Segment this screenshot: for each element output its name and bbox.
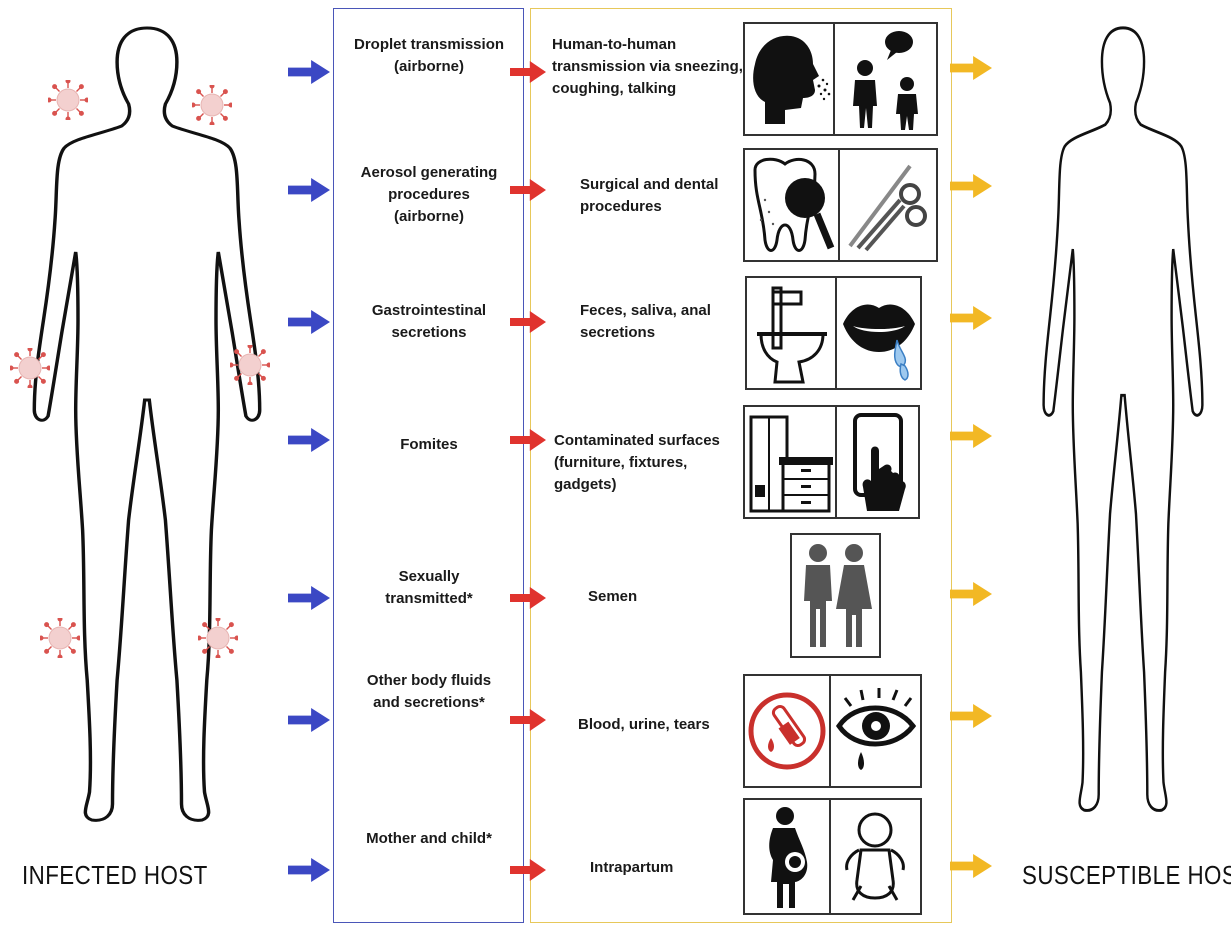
surgical-scissors-icon — [838, 148, 938, 262]
toilet-icon — [745, 276, 837, 390]
furniture-icon — [743, 405, 837, 519]
transmission-source-label: Semen — [588, 586, 637, 608]
host-arrow-icon — [950, 306, 992, 330]
infected-host-label: INFECTED HOST — [22, 860, 208, 891]
virus-icon — [192, 85, 232, 125]
man-woman-icon — [790, 533, 881, 658]
touchscreen-phone-icon — [835, 405, 920, 519]
sneezing-head-icon — [743, 22, 835, 136]
baby-icon — [829, 798, 922, 915]
virus-icon — [48, 80, 88, 120]
host-arrow-icon — [950, 582, 992, 606]
host-arrow-icon — [950, 704, 992, 728]
mode-arrow-icon — [288, 858, 330, 882]
susceptible-host-figure — [1042, 20, 1204, 820]
tooth-mirror-icon — [743, 148, 840, 262]
mode-arrow-icon — [288, 708, 330, 732]
virus-icon — [230, 345, 270, 385]
mode-arrow-icon — [288, 60, 330, 84]
host-arrow-icon — [950, 174, 992, 198]
transmission-mode-label: Mother and child* — [336, 828, 522, 850]
susceptible-host-label: SUSCEPTIBLE HOST — [1022, 860, 1231, 891]
transmission-mode-label: Droplet transmission(airborne) — [336, 34, 522, 78]
talking-people-icon — [833, 22, 938, 136]
pregnant-woman-icon — [743, 798, 831, 915]
transmission-source-label: Blood, urine, tears — [578, 714, 710, 736]
mode-arrow-icon — [288, 428, 330, 452]
host-arrow-icon — [950, 56, 992, 80]
mode-arrow-icon — [288, 178, 330, 202]
tearing-eye-icon — [829, 674, 922, 788]
mode-arrow-icon — [288, 586, 330, 610]
virus-icon — [198, 618, 238, 658]
transmission-mode-label: Fomites — [336, 434, 522, 456]
source-arrow-icon — [510, 859, 546, 881]
transmission-source-label: Contaminated surfaces(furniture, fixture… — [554, 430, 720, 496]
transmission-mode-panel — [333, 8, 524, 923]
drooling-mouth-icon — [835, 276, 922, 390]
mode-arrow-icon — [288, 310, 330, 334]
transmission-source-label: Intrapartum — [590, 857, 673, 879]
infected-host-figure — [32, 20, 262, 830]
blood-tube-icon — [743, 674, 831, 788]
virus-icon — [40, 618, 80, 658]
host-arrow-icon — [950, 854, 992, 878]
host-arrow-icon — [950, 424, 992, 448]
virus-icon — [10, 348, 50, 388]
